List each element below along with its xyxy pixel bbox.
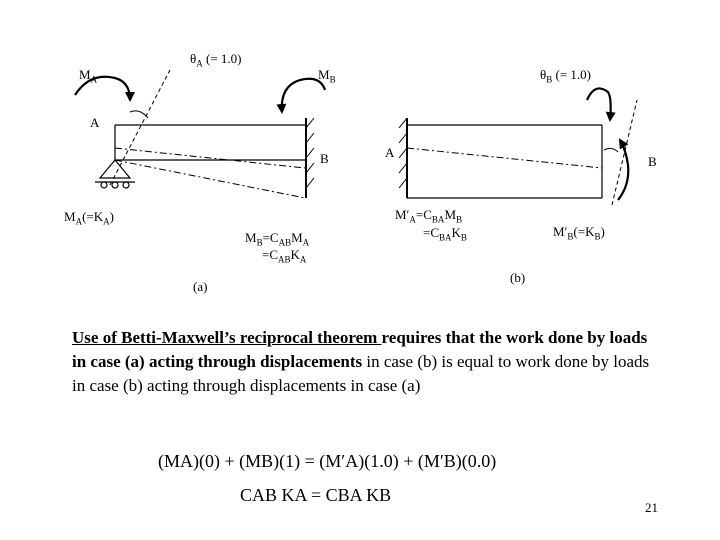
rotation-line-b (611, 99, 638, 206)
moment-ma-label: MA (79, 67, 98, 85)
theorem-statement: in case (b) is equal to work done by loa… (72, 352, 650, 395)
point-a-label-b: A (385, 145, 395, 160)
theorem-statement-bold: requires that the work done by loads in … (72, 328, 648, 371)
moment-arrow-b-top (585, 87, 616, 122)
theta-a-value: (= 1.0) (202, 51, 242, 66)
pin-support-a (95, 159, 135, 189)
wall-hatch-b (398, 117, 408, 189)
theorem-paragraph: Use of Betti-Maxwell’s reciprocal theore… (72, 326, 662, 398)
theta-a-arc (129, 110, 149, 119)
figure-b (398, 87, 638, 206)
point-b-label-a: B (320, 151, 329, 166)
theta-a-label: θA (= 1.0) (190, 52, 241, 69)
beam-diagram (74, 69, 638, 206)
caption-b: (b) (510, 270, 526, 285)
rotated-axis-a-2 (114, 159, 306, 199)
rotated-axis-b (406, 147, 603, 169)
theta-a-symbol: θ (190, 51, 197, 66)
ma-ka-label: MA(=KA) (64, 209, 114, 227)
theta-b-arc (603, 147, 619, 153)
theorem-name: Use of Betti-Maxwell’s reciprocal theore… (72, 328, 382, 347)
work-equation-text: (MA)(0) + (MB)(1) = (M′A)(1.0) + (M′B)(0… (158, 451, 497, 471)
theta-a-sub: A (196, 58, 203, 69)
rotation-line-a (109, 69, 171, 186)
caption-a: (a) (193, 279, 208, 294)
ma-prime-label-2: =CBAKB (423, 225, 467, 243)
ma-prime-label: M′A=CBAMB (395, 207, 463, 225)
moment-mb-label: MB (318, 67, 336, 85)
page-number: 21 (645, 500, 658, 515)
point-a-label-a: A (90, 115, 100, 130)
mb-prime-label: M′B(=KB) (553, 224, 605, 242)
point-b-label-b: B (648, 154, 657, 169)
theta-b-label: θB (= 1.0) (540, 67, 591, 85)
wall-hatch-a (305, 117, 315, 189)
moment-arrow-mb (276, 77, 327, 114)
mb-carryover-label-2: =CABKA (262, 247, 307, 265)
rotated-axis-a (114, 147, 306, 169)
carryover-equation-text: CAB KA = CBA KB (240, 485, 392, 505)
moment-arrow-b-bottom (617, 138, 630, 201)
carryover-equation: CAB KA = CBA KB (240, 486, 391, 504)
moment-arrow-ma (74, 75, 135, 102)
work-equation: (MA)(0) + (MB)(1) = (M′A)(1.0) + (M′B)(0… (158, 452, 496, 470)
figure-a (74, 69, 327, 199)
mb-carryover-label: MB=CABMA (245, 230, 310, 248)
